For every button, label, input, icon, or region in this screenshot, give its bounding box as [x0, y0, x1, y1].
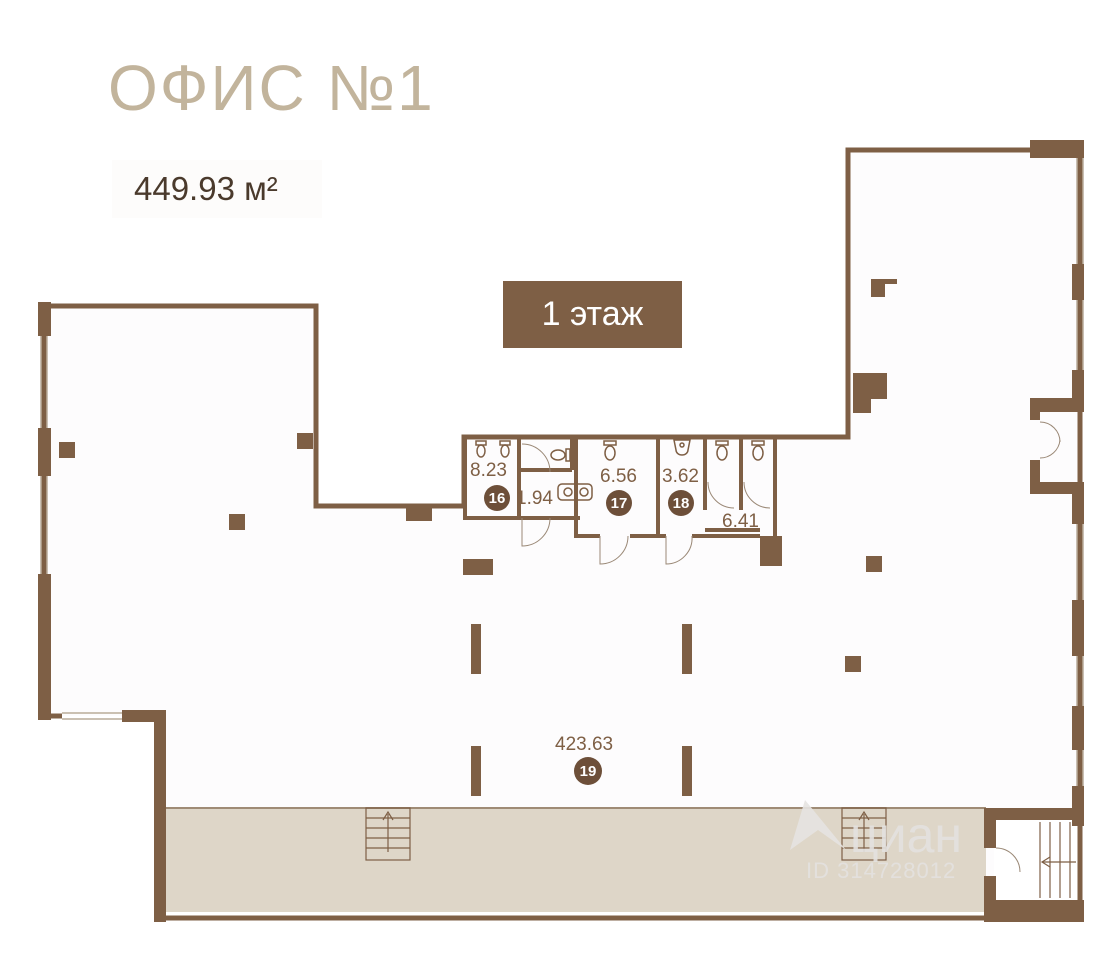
- stairs-corner: [1039, 822, 1076, 898]
- column: [406, 506, 432, 521]
- room-16-area: 8.23: [470, 460, 507, 481]
- column: [845, 656, 861, 672]
- pier: [154, 710, 166, 922]
- pier: [122, 710, 164, 722]
- pier: [1030, 482, 1084, 494]
- room-19-marker: [574, 757, 602, 785]
- column: [853, 373, 871, 413]
- column: [760, 536, 782, 566]
- pier: [1030, 398, 1040, 420]
- pier: [1072, 600, 1084, 656]
- toilet-icon: [603, 440, 617, 461]
- toilet-icon: [499, 440, 511, 458]
- pier: [1072, 264, 1084, 300]
- floor-badge: 1 этаж: [503, 281, 682, 348]
- toilet-icon: [475, 440, 487, 458]
- pier: [1030, 140, 1084, 158]
- pier: [1072, 706, 1084, 750]
- room-19-number: 19: [580, 763, 597, 780]
- room-wc-area: 1.94: [516, 488, 553, 509]
- column: [59, 442, 75, 458]
- column: [471, 746, 481, 796]
- sink-icon: [673, 439, 691, 456]
- stairs-left: [365, 807, 411, 861]
- watermark: циан ID 314728012: [790, 800, 962, 883]
- pier: [1072, 482, 1084, 524]
- column: [297, 433, 313, 449]
- toilet-icon: [751, 440, 765, 461]
- pier: [38, 428, 51, 476]
- column: [682, 746, 692, 796]
- pier: [986, 808, 1084, 820]
- wet-core-walls: [463, 435, 777, 540]
- room-17-marker: [606, 490, 632, 516]
- sink-icon: [557, 483, 593, 501]
- room-16-marker: [484, 485, 510, 511]
- wall-piers-left: [38, 140, 1084, 922]
- watermark-brand: циан: [850, 807, 962, 863]
- column: [463, 559, 493, 575]
- pier: [984, 808, 996, 848]
- wall-left-upper: [44, 303, 464, 509]
- column: [229, 514, 245, 530]
- pier: [1030, 460, 1040, 492]
- pier: [986, 900, 1084, 922]
- toilet-icon: [715, 440, 729, 461]
- room-wc2-area: 6.41: [722, 511, 759, 532]
- column: [471, 624, 481, 674]
- room-19-area: 423.63: [555, 734, 613, 755]
- column: [866, 556, 882, 572]
- column: [871, 279, 897, 284]
- door-swings: [521, 421, 1061, 873]
- stair-room: [994, 820, 1080, 900]
- column: [682, 624, 692, 674]
- room-17-number: 17: [611, 495, 628, 512]
- watermark-id: ID 314728012: [806, 858, 956, 883]
- windows: [40, 158, 1084, 786]
- pier: [38, 302, 51, 336]
- toilet-icon: [550, 448, 571, 462]
- room-18-marker: [668, 490, 694, 516]
- room-18-number: 18: [673, 495, 690, 512]
- room-16-number: 16: [489, 490, 506, 507]
- plumbing-fixtures: [475, 439, 765, 501]
- cian-logo-icon: [790, 800, 846, 850]
- floor-fill: [44, 150, 1080, 910]
- stairs-right: [841, 807, 887, 861]
- room-18-area: 3.62: [662, 466, 699, 487]
- pier: [38, 574, 51, 720]
- plan-title: ОФИС №1: [108, 52, 435, 124]
- pier: [1030, 398, 1084, 412]
- room-17-area: 6.56: [600, 466, 637, 487]
- columns: [59, 279, 897, 796]
- total-area: 449.93 м²: [112, 160, 322, 218]
